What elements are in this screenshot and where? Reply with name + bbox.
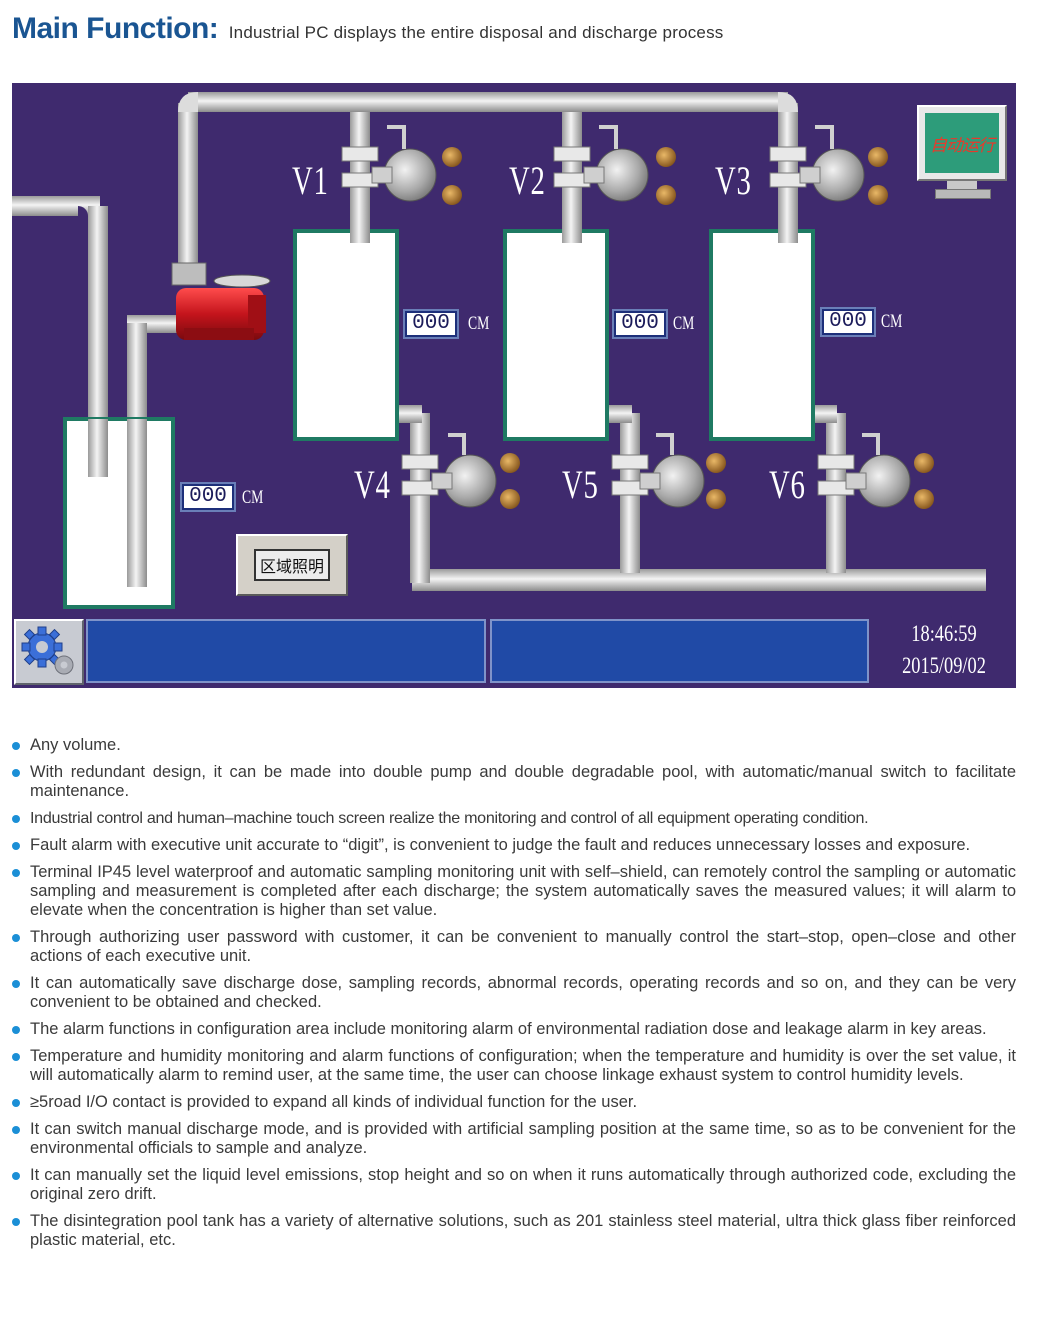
valve-icon (341, 125, 462, 205)
zone-lighting-button[interactable]: 区域照明 (236, 534, 348, 596)
list-item: The alarm functions in configuration are… (10, 1020, 1016, 1039)
list-item: The disintegration pool tank has a varie… (10, 1212, 1016, 1250)
valve-icon (817, 433, 934, 509)
gear-icon (21, 626, 74, 675)
monitor-icon: 自动运行 (917, 105, 1007, 181)
valve-label-v3: V3 (715, 158, 752, 203)
tank2-level-display: 000 (612, 309, 668, 339)
hmi-screen: V1 V2 V3 V4 V5 V6 000 CM 000 CM 000 CM 0… (12, 83, 1016, 688)
zone-lighting-label: 区域照明 (253, 549, 330, 581)
pump-icon (171, 262, 271, 340)
valve-icon (401, 433, 520, 509)
valve-icon (553, 125, 676, 205)
list-item: Temperature and humidity monitoring and … (10, 1047, 1016, 1085)
settings-button[interactable] (14, 619, 84, 685)
pool-level-display: 000 (180, 482, 236, 512)
status-bar-right (490, 619, 869, 683)
list-item: Any volume. (10, 736, 1016, 755)
auto-run-monitor-button[interactable]: 自动运行 (917, 105, 1007, 201)
list-item: Terminal IP45 level waterproof and autom… (10, 863, 1016, 920)
list-item: ≥5road I/O contact is provided to expand… (10, 1093, 1016, 1112)
valve-label-v2: V2 (509, 158, 546, 203)
pool-level-unit: CM (242, 487, 264, 508)
tank3-level-unit: CM (881, 311, 903, 332)
list-item: Fault alarm with executive unit accurate… (10, 836, 1016, 855)
tank1-level-unit: CM (468, 313, 490, 334)
process-diagram (12, 92, 986, 609)
list-item: Industrial control and human–machine tou… (10, 809, 1016, 828)
tank3-level-display: 000 (820, 307, 876, 337)
clock-date: 2015/09/02 (902, 653, 986, 678)
tank2-level-unit: CM (673, 313, 695, 334)
clock-time: 18:46:59 (911, 621, 977, 646)
list-item: With redundant design, it can be made in… (10, 763, 1016, 801)
valve-icon (769, 125, 888, 205)
status-bar-left (86, 619, 486, 683)
auto-run-label: 自动运行 (930, 135, 995, 156)
valve-label-v5: V5 (562, 462, 599, 507)
valve-label-v4: V4 (354, 462, 391, 507)
valve-label-v1: V1 (292, 158, 329, 203)
page-title: Main Function: (12, 12, 219, 45)
tank1-level-display: 000 (403, 309, 459, 339)
page-subtitle: Industrial PC displays the entire dispos… (228, 23, 724, 42)
list-item: It can switch manual discharge mode, and… (10, 1120, 1016, 1158)
valve-icon (611, 433, 726, 509)
feature-list: Any volume. With redundant design, it ca… (10, 736, 1016, 1258)
list-item: It can automatically save discharge dose… (10, 974, 1016, 1012)
list-item: Through authorizing user password with c… (10, 928, 1016, 966)
valve-label-v6: V6 (769, 462, 806, 507)
page-header: Main Function: Industrial PC displays th… (12, 12, 723, 52)
list-item: It can manually set the liquid level emi… (10, 1166, 1016, 1204)
